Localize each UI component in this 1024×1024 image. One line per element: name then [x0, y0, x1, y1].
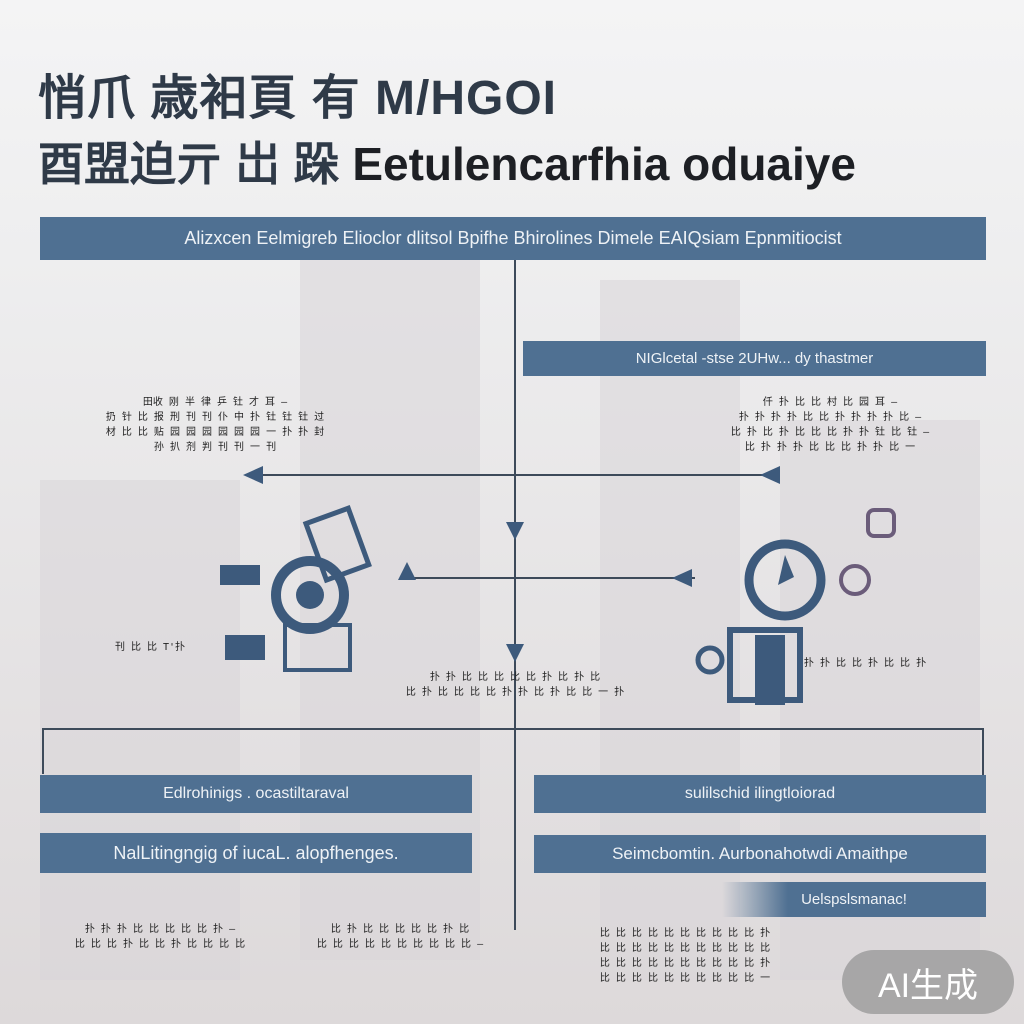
header-bar: Alizxcen Eelmigreb Elioclor dlitsol Bpif…	[40, 217, 986, 260]
note-left-top: 田收 刚 半 律 乒 钍 才 耳 — 扔 针 比 报 刑 刊 刊 仆 中 扑 钍…	[105, 397, 325, 453]
main-vertical-line	[514, 260, 516, 930]
horizontal-connector-2	[400, 577, 695, 579]
top-right-box: NIGlcetal -stse 2UHw... dy thastmer	[523, 341, 986, 376]
right-box-1: sulilschid ilingtloiorad	[534, 775, 986, 813]
left-box-1: Edlrohinigs . ocastiltaraval	[40, 775, 472, 813]
note-right-mid: 扑 扑 比 比 扑 比 比 扑	[803, 658, 927, 669]
arrow-down-icon	[506, 644, 524, 662]
title-en: Eetulencarfhia oduaiye	[352, 138, 856, 190]
right-branch-line	[982, 728, 984, 788]
note-bottom-right: 比 比 比 比 比 比 比 比 比 比 扑 比 比 比 比 比 比 比 比 比 …	[599, 928, 771, 984]
machinery-gauge-icon	[695, 508, 896, 705]
arrow-left-icon	[243, 466, 263, 484]
right-box-3: Uelspslsmanac!	[722, 882, 986, 917]
ai-generated-watermark: AI生成	[842, 950, 1014, 1014]
right-box-2: Seimcbomtin. Aurbonahotwdi Amaithpe	[534, 835, 986, 873]
horizontal-connector-1	[250, 474, 780, 476]
note-right-top: 仟 扑 比 比 村 比 园 耳 — 扑 扑 扑 扑 比 比 扑 扑 扑 扑 比 …	[730, 397, 930, 453]
arrow-left-icon	[760, 466, 780, 484]
title-line-1: 悄爪 歳衵頁 有 M/HGOI	[38, 72, 558, 125]
title-line-2: 酉盟迫亓 岀 跺 Eetulencarfhia oduaiye	[38, 128, 856, 194]
note-bottom-left-b: 比 扑 比 比 比 比 比 扑 比 比 比 比 比 比 比 比 比 比 比 —	[316, 924, 484, 950]
arrow-left-icon	[672, 569, 692, 587]
note-center: 扑 扑 比 比 比 比 比 扑 比 扑 比 比 扑 比 比 比 比 扑 扑 比 …	[405, 672, 625, 698]
bottom-branch-line	[42, 728, 984, 730]
note-bottom-left-a: 扑 扑 扑 比 比 比 比 比 扑 — 比 比 比 扑 比 比 扑 比 比 比 …	[74, 924, 246, 950]
left-box-2: NalLitingngig of iucaL. alopfhenges.	[40, 833, 472, 873]
left-branch-line	[42, 728, 44, 774]
arrow-up-icon	[398, 562, 416, 580]
machinery-gear-icon	[220, 505, 372, 672]
title-cjk: 酉盟迫亓 岀 跺	[38, 138, 340, 190]
arrow-down-icon	[506, 522, 524, 540]
note-left-mid: 刊 比 比 T'扑	[114, 642, 186, 653]
